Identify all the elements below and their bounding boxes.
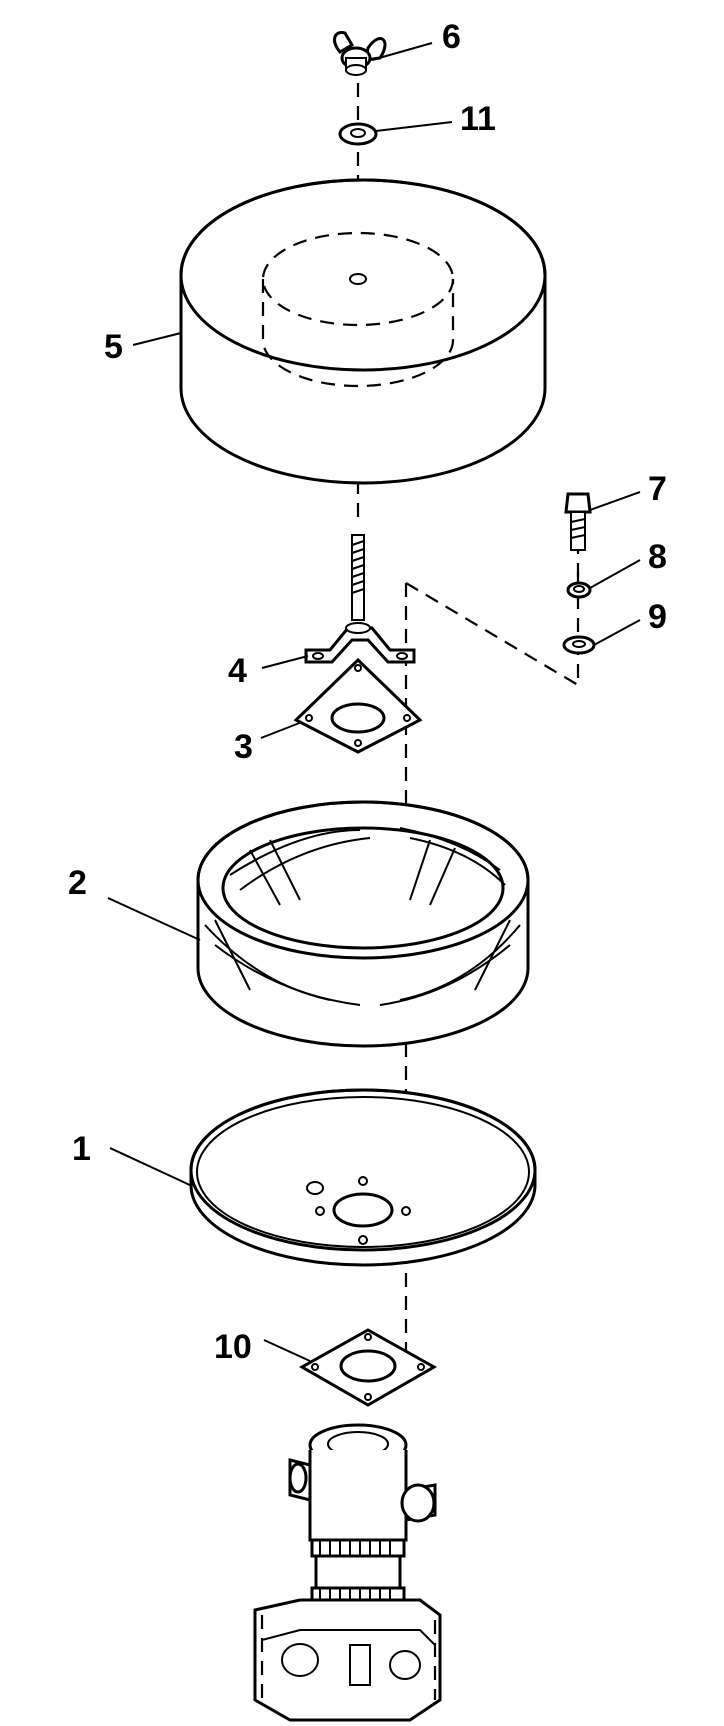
callout-3: 3 (234, 728, 253, 766)
callout-6: 6 (442, 18, 461, 56)
callout-2: 2 (68, 864, 87, 902)
leader-lines (107, 42, 641, 1362)
gasket-upper (293, 657, 423, 754)
flat-washer (562, 635, 596, 655)
throttle-body (253, 1423, 442, 1722)
callout-7: 7 (648, 470, 667, 508)
callout-5: 5 (104, 328, 123, 366)
callout-9: 9 (648, 598, 667, 636)
gasket-lower (298, 1328, 438, 1407)
callout-1: 1 (72, 1130, 91, 1168)
lock-washer (566, 581, 592, 599)
wing-nut (333, 30, 387, 76)
stud-bracket (304, 534, 416, 664)
air-cleaner-cover (179, 178, 547, 485)
bolt (564, 492, 592, 551)
callout-8: 8 (648, 538, 667, 576)
callout-labels: 6 11 5 7 8 9 4 3 2 1 10 (68, 18, 667, 1366)
callout-10: 10 (214, 1328, 252, 1366)
washer-top (338, 122, 378, 146)
filter-element (196, 800, 530, 1048)
callout-11: 11 (460, 100, 496, 138)
air-cleaner-base (189, 1088, 537, 1267)
callout-4: 4 (228, 652, 247, 690)
